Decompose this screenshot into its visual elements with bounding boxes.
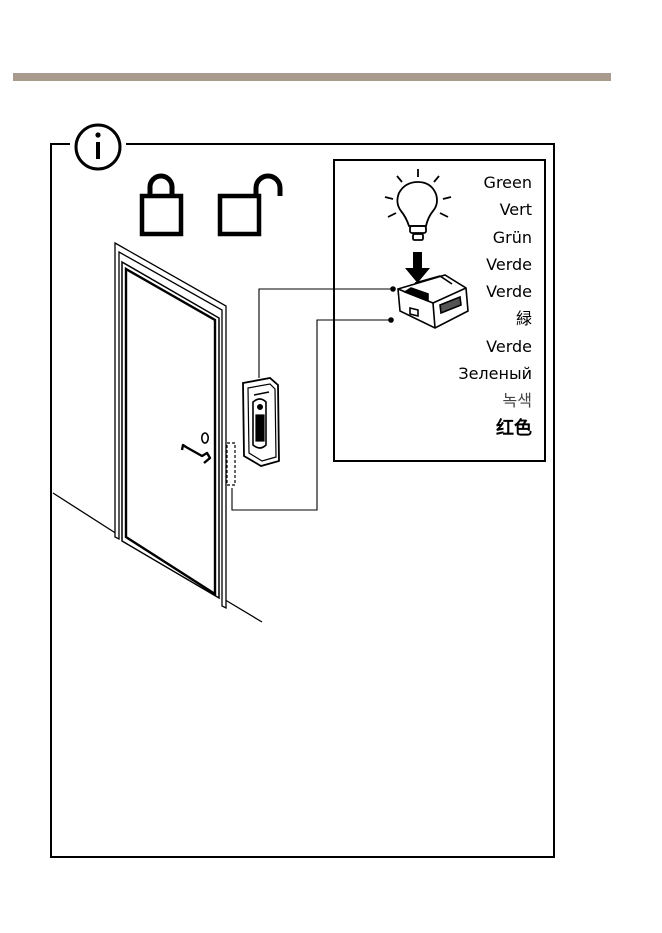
color-name-ru: Зеленый <box>440 360 532 387</box>
color-name-pt: Verde <box>440 333 532 360</box>
color-name-ko: 녹색 <box>440 387 532 414</box>
info-icon <box>76 125 120 169</box>
door-icon <box>115 243 226 608</box>
padlock-unlocked-icon <box>220 176 280 234</box>
color-name-es: Verde <box>440 278 532 305</box>
color-name-list: Green Vert Grün Verde Verde 緑 Verde Зеле… <box>440 169 532 442</box>
padlock-locked-icon <box>142 176 181 234</box>
door-lock-icon <box>227 443 235 485</box>
color-name-ja: 緑 <box>440 305 532 332</box>
color-name-zh: 红色 <box>440 415 532 442</box>
color-name-fr: Vert <box>440 196 532 223</box>
connector-dot-top <box>390 286 396 292</box>
connector-dot-bottom <box>388 317 394 323</box>
color-name-it: Verde <box>440 251 532 278</box>
door-station-icon <box>243 378 279 466</box>
color-name-de: Grün <box>440 224 532 251</box>
color-name-en: Green <box>440 169 532 196</box>
down-arrow-icon <box>405 252 430 283</box>
